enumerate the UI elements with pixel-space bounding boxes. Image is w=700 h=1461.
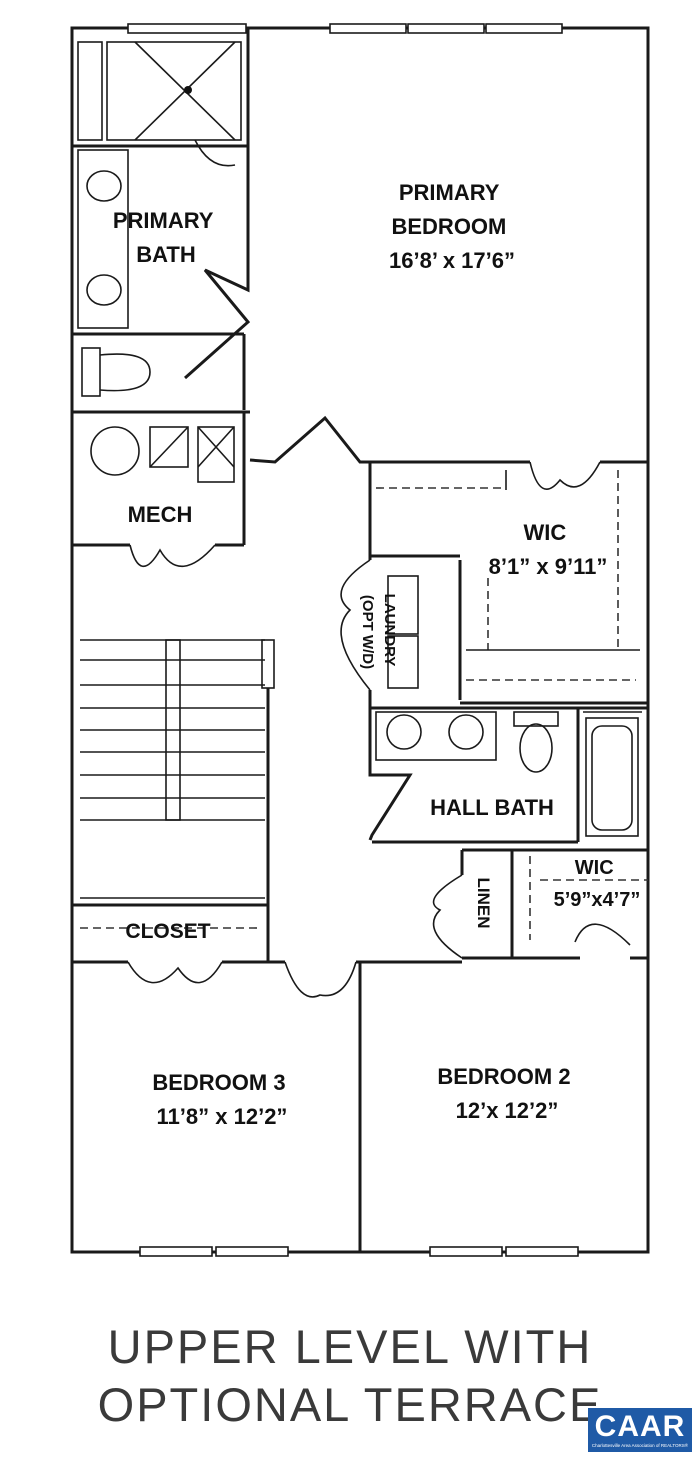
primary-bedroom-walls: [249, 415, 648, 490]
room-labels: PRIMARY BATH PRIMARY BEDROOM 16’8’ x 17’…: [113, 180, 641, 1129]
caar-logo: CAAR Charlottesville Area Association of…: [588, 1408, 692, 1452]
wic-small-label: WIC 5’9”x4’7”: [554, 857, 641, 911]
hall-bath-walls: [368, 706, 648, 844]
logo-text: CAAR: [594, 1410, 686, 1443]
plan-title: UPPER LEVEL WITH OPTIONAL TERRACE: [0, 1318, 700, 1434]
laundry-walls: [340, 559, 419, 691]
plan-title-line-2: OPTIONAL TERRACE: [97, 1378, 603, 1431]
primary-bath-label: PRIMARY BATH: [113, 208, 219, 267]
linen-wic-walls: [432, 848, 648, 960]
bedroom3-label: BEDROOM 3 11’8” x 12’2”: [152, 1070, 291, 1129]
closet-walls: [72, 903, 268, 984]
wic-main-walls: [368, 462, 648, 708]
closet-label: CLOSET: [125, 920, 210, 943]
bedroom-walls: [268, 960, 462, 1252]
plan-title-line-1: UPPER LEVEL WITH: [107, 1320, 593, 1373]
floor-plan: PRIMARY BATH PRIMARY BEDROOM 16’8’ x 17’…: [70, 23, 650, 1257]
mech-label: MECH: [128, 502, 193, 527]
linen-label: LINEN: [474, 878, 493, 929]
primary-bath-walls: [72, 28, 251, 414]
laundry-label: LAUNDRY (OPT W/D): [359, 594, 398, 671]
primary-bedroom-label: PRIMARY BEDROOM 16’8’ x 17’6”: [389, 180, 515, 273]
mech-walls: [72, 412, 246, 568]
windows: [127, 23, 579, 1257]
logo-tagline: Charlottesville Area Association of REAL…: [591, 1443, 689, 1448]
hall-bath-label: HALL BATH: [430, 795, 554, 820]
bedroom2-label: BEDROOM 2 12’x 12’2”: [437, 1064, 576, 1123]
stairs: [80, 639, 275, 962]
wic-main-label: WIC 8’1” x 9’11”: [489, 520, 608, 579]
